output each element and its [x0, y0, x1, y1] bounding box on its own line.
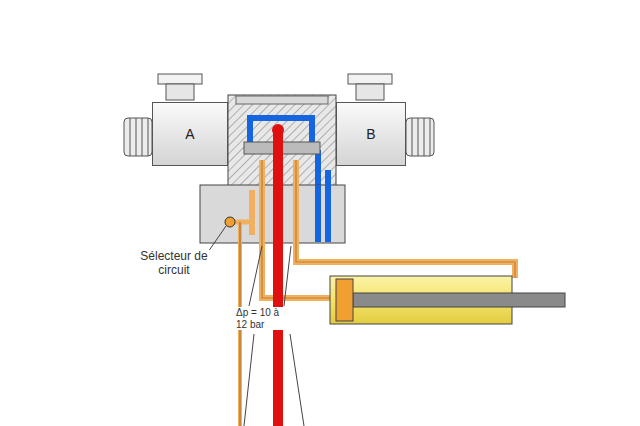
pressure-line [273, 128, 283, 426]
solenoid-letter: B [366, 126, 375, 142]
callout-label: Sélecteur de circuit [138, 250, 210, 278]
solenoid-body: B [336, 102, 406, 166]
pressure-drop-label: Δp = 10 à 12 bar [236, 307, 288, 330]
solenoid-body: A [152, 102, 228, 166]
subplate [200, 185, 345, 243]
leader-line [208, 226, 304, 426]
solenoid-letter: A [185, 126, 194, 142]
tank-line [318, 170, 328, 242]
cylinder [330, 276, 565, 324]
